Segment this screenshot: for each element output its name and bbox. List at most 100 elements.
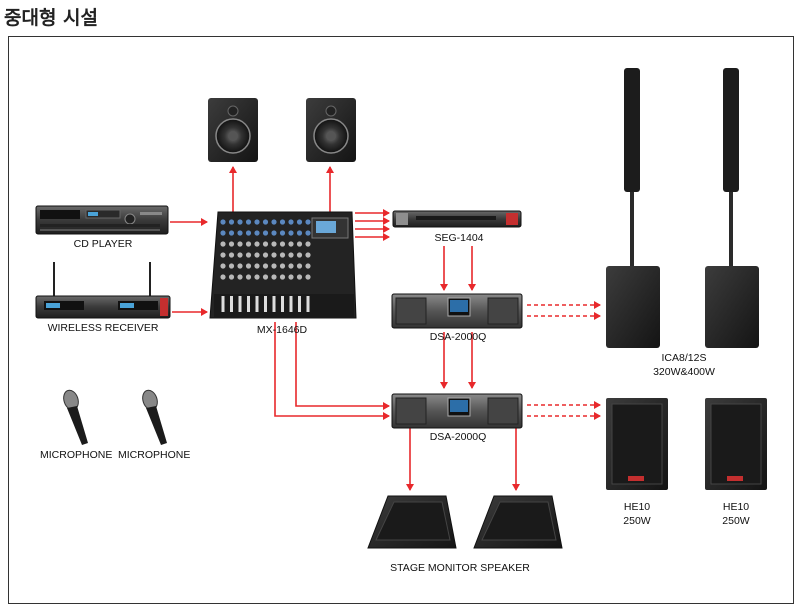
microphone-2 — [142, 389, 167, 445]
mixer-knob — [271, 252, 277, 258]
he10-speaker-2 — [705, 398, 767, 490]
he10-1-model-label: HE10 — [623, 501, 651, 513]
mixer-knob — [279, 219, 286, 225]
microphone-1-label: MICROPHONE — [40, 449, 113, 461]
mixer-knob — [305, 252, 311, 258]
mixer-fader — [238, 296, 242, 312]
mixer-knob — [245, 274, 252, 280]
column-speaker-power-label: 320W&400W — [653, 366, 715, 378]
he10-1-power-label: 250W — [623, 515, 651, 527]
mixer-knob — [220, 219, 226, 225]
mixer-knob — [305, 219, 311, 225]
mixer-knob — [237, 241, 243, 247]
mixer-knob — [271, 263, 277, 269]
mixer-knob — [288, 252, 294, 258]
seg-processor-device — [392, 210, 522, 228]
amplifier-2-device — [391, 393, 523, 429]
mixer-knob — [262, 219, 269, 225]
microphone-2-label: MICROPHONE — [118, 449, 191, 461]
mixer-knob — [288, 274, 294, 280]
amplifier-1-label: DSA-2000Q — [429, 331, 487, 343]
mixer-knob — [220, 274, 226, 280]
microphone-1 — [63, 389, 88, 445]
amplifier-1-device — [391, 293, 523, 329]
mixer-knob — [237, 274, 243, 280]
mixer-knob — [237, 230, 243, 236]
mixer-device — [209, 211, 357, 319]
cd-player-label: CD PLAYER — [73, 238, 133, 250]
mixer-fader — [298, 296, 301, 312]
mixer-knob — [271, 241, 277, 247]
mixer-knob — [228, 263, 235, 269]
mixer-knob — [271, 219, 277, 225]
mixer-knob — [262, 263, 269, 269]
mixer-knob — [296, 274, 303, 280]
processor-label: SEG-1404 — [434, 232, 484, 244]
mixer-knob — [279, 252, 286, 258]
wireless-receiver-label: WIRELESS RECEIVER — [47, 322, 159, 334]
studio-monitor-right — [306, 98, 356, 162]
wireless-receiver-device — [35, 262, 171, 319]
mixer-knob — [220, 252, 226, 258]
mixer-knob — [254, 241, 260, 247]
mixer-knob — [296, 263, 303, 269]
mixer-knob — [279, 241, 286, 247]
mixer-knob — [305, 263, 311, 269]
studio-monitor-left — [208, 98, 258, 162]
mixer-knob — [245, 263, 252, 269]
mixer-knob — [262, 274, 269, 280]
mixer-knob — [262, 241, 269, 247]
page-title: 중대형 시설 — [4, 7, 99, 29]
mixer-knob — [296, 252, 303, 258]
mixer-knob — [288, 263, 294, 269]
mixer-knob — [296, 219, 303, 225]
mixer-knob — [254, 274, 260, 280]
mixer-knob — [254, 219, 260, 225]
mixer-knob — [271, 274, 277, 280]
mixer-knob — [237, 219, 243, 225]
mixer-knob — [245, 241, 252, 247]
mixer-knob — [288, 219, 294, 225]
mixer-knob — [228, 252, 235, 258]
he10-speaker-1 — [606, 398, 668, 490]
mixer-knob — [305, 274, 311, 280]
mixer-knob — [228, 274, 235, 280]
mixer-label: MX-1646D — [256, 324, 308, 336]
mixer-knob — [254, 252, 260, 258]
mixer-fader — [255, 296, 259, 312]
mixer-fader — [289, 296, 293, 312]
mixer-fader — [247, 296, 250, 312]
mixer-knob — [296, 241, 303, 247]
he10-2-power-label: 250W — [722, 515, 750, 527]
mixer-knob — [296, 230, 303, 236]
mixer-knob — [288, 230, 294, 236]
mixer-fader — [306, 296, 310, 312]
amplifier-2-label: DSA-2000Q — [429, 431, 487, 443]
mixer-fader — [272, 296, 276, 312]
mixer-knob — [262, 252, 269, 258]
he10-2-model-label: HE10 — [722, 501, 750, 513]
mixer-knob — [271, 230, 277, 236]
mixer-knob — [220, 230, 226, 236]
mixer-knob — [262, 230, 269, 236]
mixer-knob — [288, 241, 294, 247]
line-mixer-to-amp2-a — [274, 322, 390, 420]
mixer-knob — [245, 219, 252, 225]
mixer-knob — [279, 274, 286, 280]
speaker-lines — [527, 301, 601, 420]
column-speaker-1 — [606, 68, 660, 348]
mixer-knob — [254, 230, 260, 236]
column-speaker-2 — [705, 68, 759, 348]
mixer-knob — [245, 230, 252, 236]
mixer-fader — [264, 296, 267, 312]
cd-player-device — [35, 205, 169, 235]
stage-monitor-2 — [473, 495, 563, 549]
stage-monitor-1 — [367, 495, 457, 549]
diagram-frame — [8, 36, 794, 604]
mixer-knob — [237, 252, 243, 258]
line-mixer-to-amp2-b — [295, 322, 390, 410]
mixer-knob — [305, 241, 311, 247]
mixer-knob — [237, 263, 243, 269]
mixer-knob — [254, 263, 260, 269]
